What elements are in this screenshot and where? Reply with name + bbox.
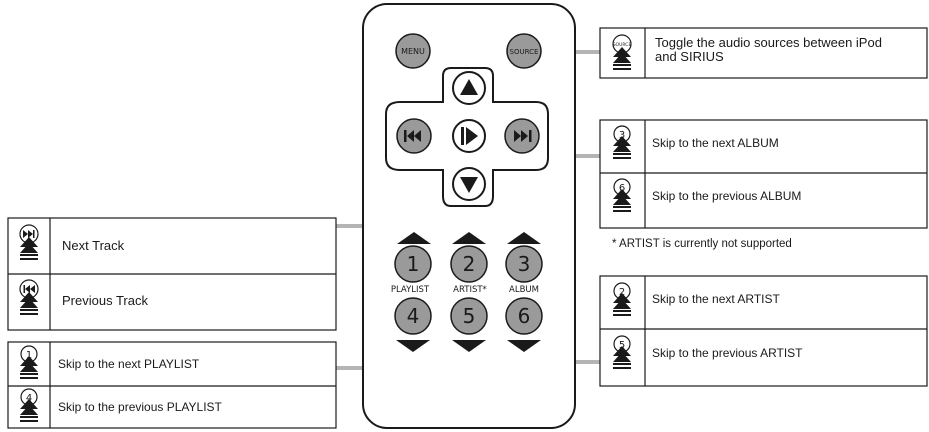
- menu-button[interactable]: MENU: [395, 33, 431, 69]
- rewind-icon: [404, 130, 421, 142]
- button-6-number: 6: [518, 304, 531, 328]
- button-3[interactable]: 3: [505, 245, 543, 283]
- source-label: SOURCE: [510, 48, 539, 56]
- previous-track-text: Previous Track: [62, 293, 148, 308]
- down-chevrons: [396, 340, 541, 352]
- up-chevron-icon: [452, 232, 486, 244]
- playlist-prev-icon-number: 4: [26, 393, 32, 404]
- legend-album: 3 Skip to the next ALBUM 6 Skip to the p…: [599, 119, 928, 229]
- fast-forward-icon: [514, 130, 532, 142]
- playlist-prev-text: Skip to the previous PLAYLIST: [58, 400, 223, 414]
- legend-artist: 2 Skip to the next ARTIST 5 Skip to the …: [599, 275, 928, 387]
- down-arrow-icon: [460, 177, 478, 193]
- button-5-number: 5: [463, 304, 476, 328]
- next-track-text: Next Track: [62, 238, 125, 253]
- artist-prev-icon: 5: [613, 335, 631, 369]
- button-6[interactable]: 6: [505, 297, 543, 335]
- source-description-line2: and SIRIUS: [655, 49, 724, 64]
- button-3-number: 3: [518, 252, 531, 276]
- next-track-press-icon: [19, 224, 39, 260]
- legend-source: SOURCE Toggle the audio sources between …: [599, 27, 928, 79]
- button-5[interactable]: 5: [450, 297, 488, 335]
- previous-track-button[interactable]: [396, 118, 432, 154]
- album-next-text: Skip to the next ALBUM: [652, 136, 779, 150]
- artist-prev-text: Skip to the previous ARTIST: [652, 346, 803, 360]
- button-1[interactable]: 1: [394, 245, 432, 283]
- button-4-number: 4: [407, 304, 420, 328]
- artist-next-icon-number: 2: [619, 287, 625, 298]
- up-arrow-icon: [460, 79, 478, 95]
- source-icon-text: SOURCE: [613, 42, 632, 48]
- up-chevrons: [397, 232, 541, 244]
- source-description-line1: Toggle the audio sources between iPod: [655, 35, 882, 50]
- previous-track-press-icon: [19, 279, 39, 315]
- up-chevron-icon: [507, 232, 541, 244]
- album-prev-icon-number: 6: [619, 183, 625, 194]
- play-pause-icon: [461, 127, 478, 145]
- artist-note: * ARTIST is currently not supported: [612, 238, 792, 250]
- down-button[interactable]: [452, 167, 486, 201]
- playlist-label: PLAYLIST: [391, 285, 430, 295]
- source-button[interactable]: SOURCE: [506, 33, 542, 69]
- next-track-button[interactable]: [504, 118, 540, 154]
- button-2[interactable]: 2: [450, 245, 488, 283]
- playlist-next-text: Skip to the next PLAYLIST: [58, 357, 200, 371]
- artist-next-icon: 2: [613, 282, 631, 316]
- button-1-number: 1: [407, 252, 420, 276]
- artist-next-text: Skip to the next ARTIST: [652, 292, 781, 306]
- legend-track: Next Track Previous Track: [7, 217, 337, 331]
- play-pause-button[interactable]: [452, 119, 486, 153]
- album-label: ALBUM: [509, 285, 539, 295]
- legend-playlist: 1 Skip to the next PLAYLIST 4 Skip to th…: [7, 341, 337, 429]
- album-next-icon-number: 3: [619, 130, 625, 141]
- down-chevron-icon: [396, 340, 430, 352]
- button-4[interactable]: 4: [394, 297, 432, 335]
- album-prev-icon: 6: [613, 178, 631, 212]
- artist-prev-icon-number: 5: [619, 340, 625, 351]
- down-chevron-icon: [452, 340, 486, 352]
- playlist-next-icon: 1: [20, 345, 38, 379]
- playlist-next-icon-number: 1: [26, 350, 32, 361]
- source-press-icon: SOURCE: [612, 34, 632, 70]
- album-next-icon: 3: [613, 125, 631, 159]
- button-2-number: 2: [463, 252, 476, 276]
- up-chevron-icon: [397, 232, 431, 244]
- album-prev-text: Skip to the previous ALBUM: [652, 189, 801, 203]
- playlist-prev-icon: 4: [20, 388, 38, 422]
- menu-label: MENU: [401, 47, 425, 56]
- up-button[interactable]: [452, 71, 486, 105]
- artist-label: ARTIST*: [453, 285, 487, 295]
- down-chevron-icon: [507, 340, 541, 352]
